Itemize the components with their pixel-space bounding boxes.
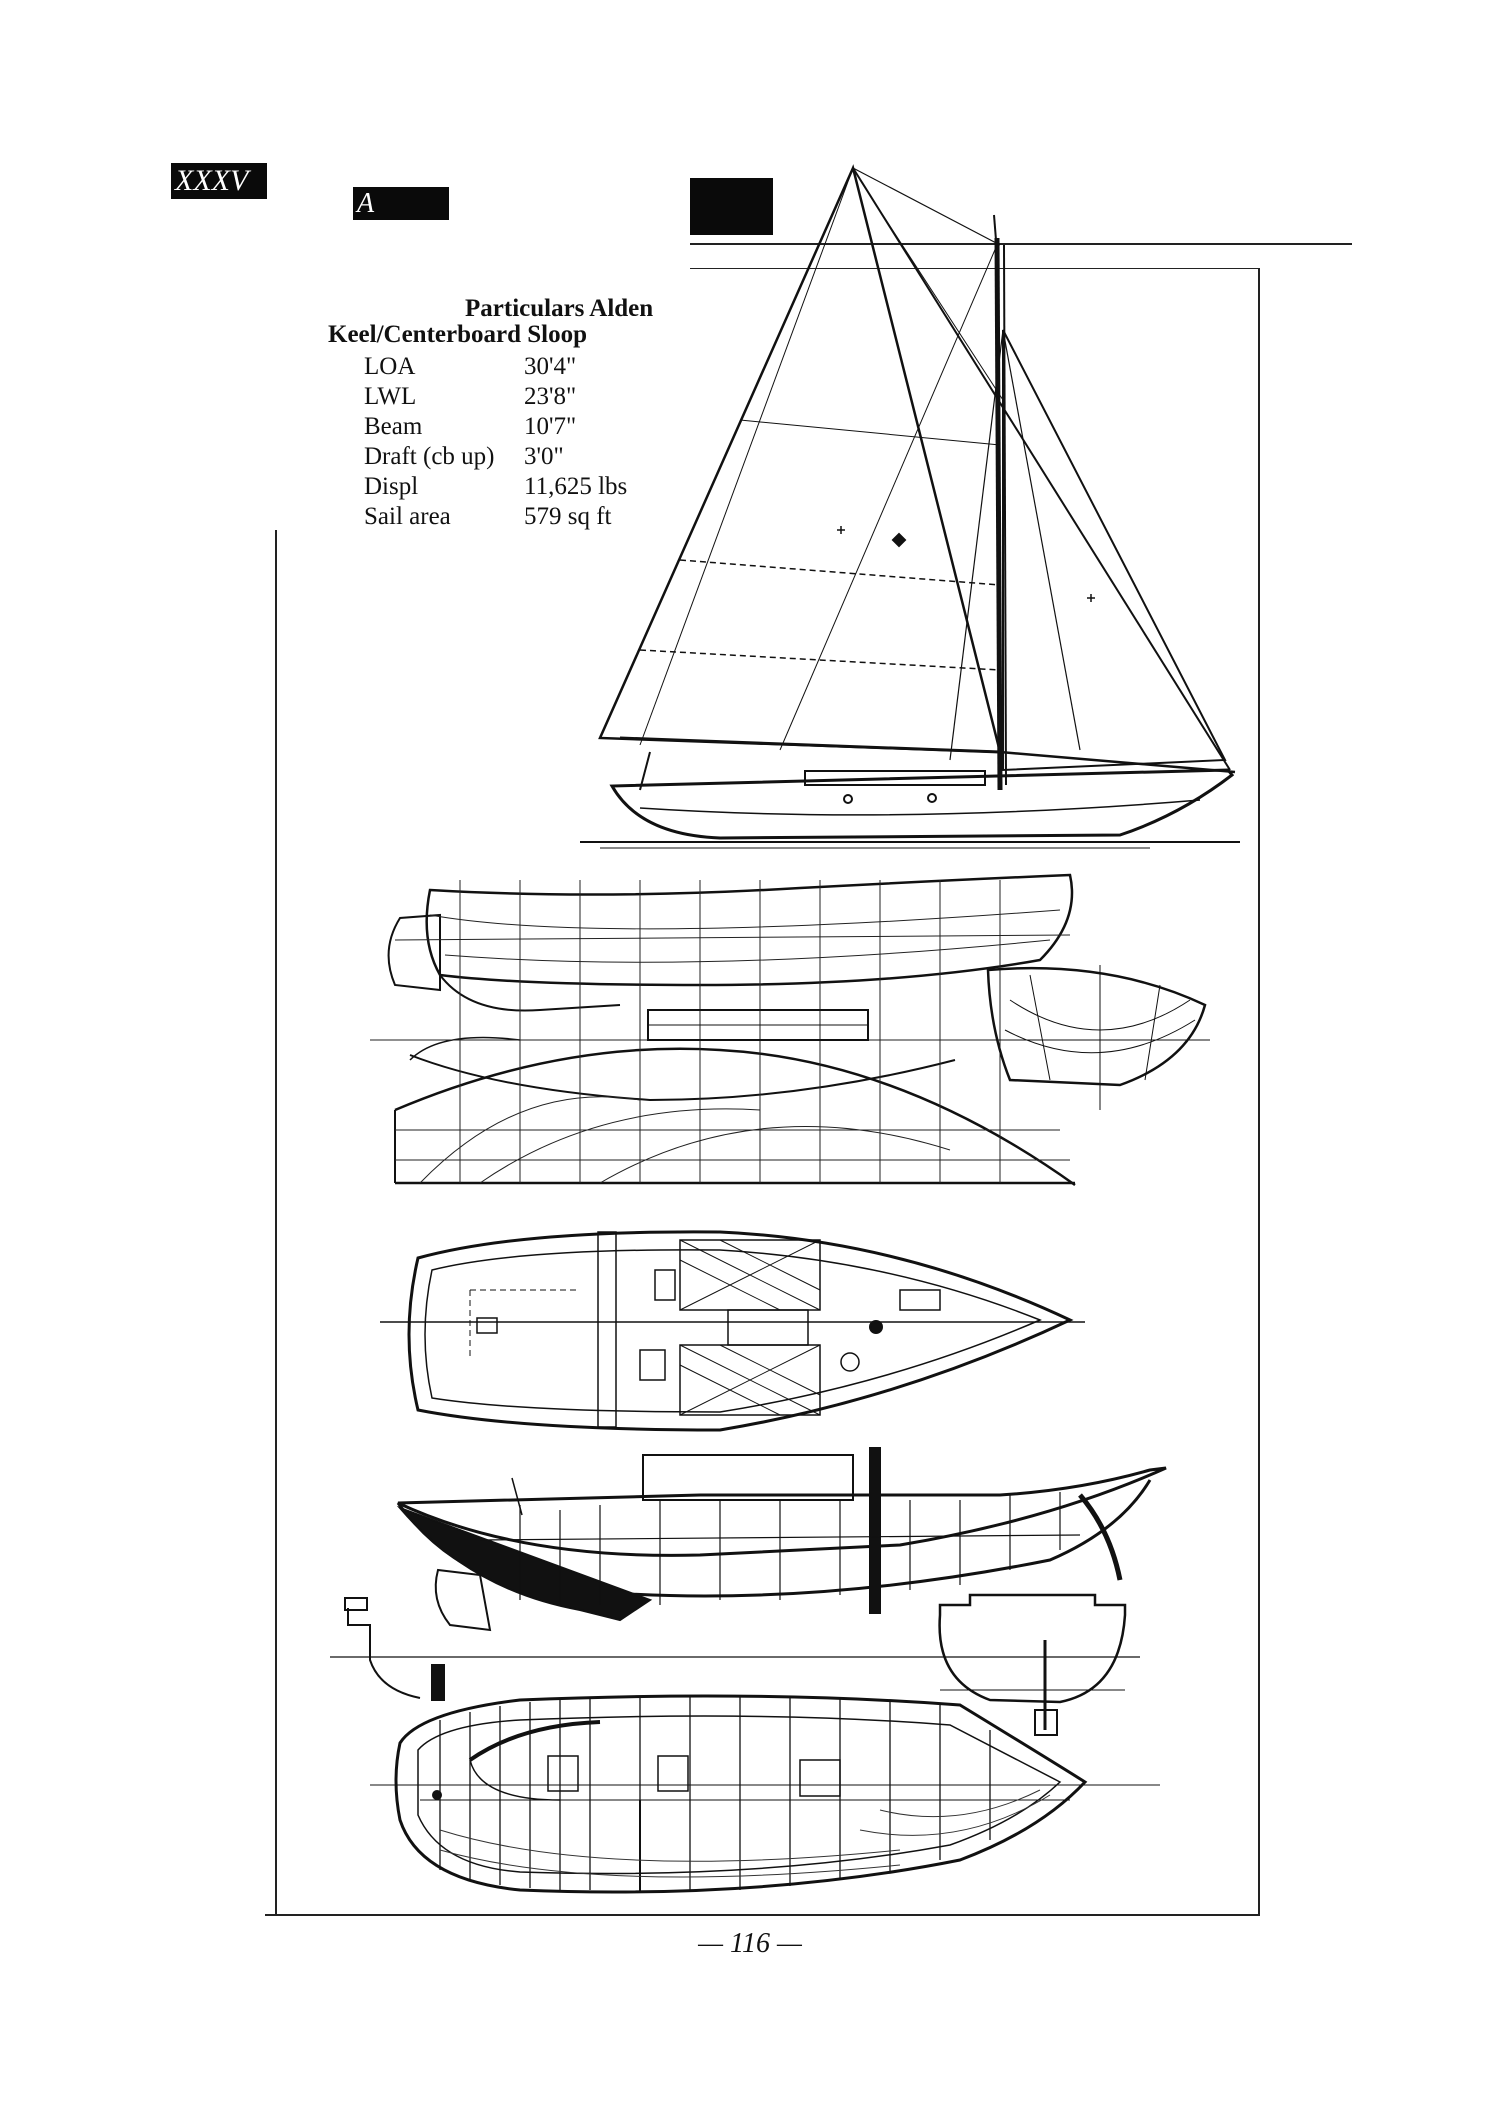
lines-plan <box>370 873 1210 1187</box>
frame-bottom <box>265 1914 1260 1916</box>
spec-row: Displ 11,625 lbs <box>364 472 627 502</box>
particulars-subtitle: Keel/Centerboard Sloop <box>328 321 588 348</box>
particulars-table: LOA 30'4" LWL 23'8" Beam 10'7" Draft (cb up… <box>364 352 627 532</box>
inboard-profile <box>396 1447 1167 1736</box>
spec-row: Sail area 579 sq ft <box>364 502 627 532</box>
spec-row: LWL 23'8" <box>364 382 627 412</box>
page-number: — 116 — <box>698 1928 802 1959</box>
section-numeral-tab: XXXV <box>171 163 267 199</box>
spec-row: LOA 30'4" <box>364 352 627 382</box>
spec-label: LWL <box>364 383 417 410</box>
construction-plan <box>330 1597 1160 1894</box>
spec-label: Displ <box>364 473 419 500</box>
frame-left <box>275 530 277 1916</box>
black-tab <box>690 178 773 235</box>
frame-right <box>1258 268 1260 1916</box>
spec-value: 11,625 lbs <box>524 473 628 500</box>
spec-label: Sail area <box>364 503 451 530</box>
particulars-block: Particulars Alden Keel/Centerboard Sloop… <box>328 296 658 532</box>
top-rule <box>690 243 1352 245</box>
spec-row: Beam 10'7" <box>364 412 627 442</box>
spec-row: Draft (cb up) 3'0" <box>364 442 627 472</box>
spec-value: 3'0" <box>524 443 564 470</box>
section-numeral: XXXV <box>175 164 249 197</box>
sail-plan <box>580 164 1240 849</box>
spec-label: LOA <box>364 353 416 380</box>
spec-label: Draft (cb up) <box>364 443 495 470</box>
frame-top-inner <box>690 268 1260 269</box>
spec-value: 30'4" <box>524 353 577 380</box>
spec-value: 23'8" <box>524 383 577 410</box>
spec-label: Beam <box>364 413 423 440</box>
particulars-title: Particulars Alden <box>465 295 654 322</box>
section-letter-tab: A <box>353 187 449 220</box>
spec-value: 10'7" <box>524 413 577 440</box>
spec-value: 579 sq ft <box>524 503 612 530</box>
section-letter: A <box>357 188 375 219</box>
deck-plan <box>380 1230 1085 1432</box>
